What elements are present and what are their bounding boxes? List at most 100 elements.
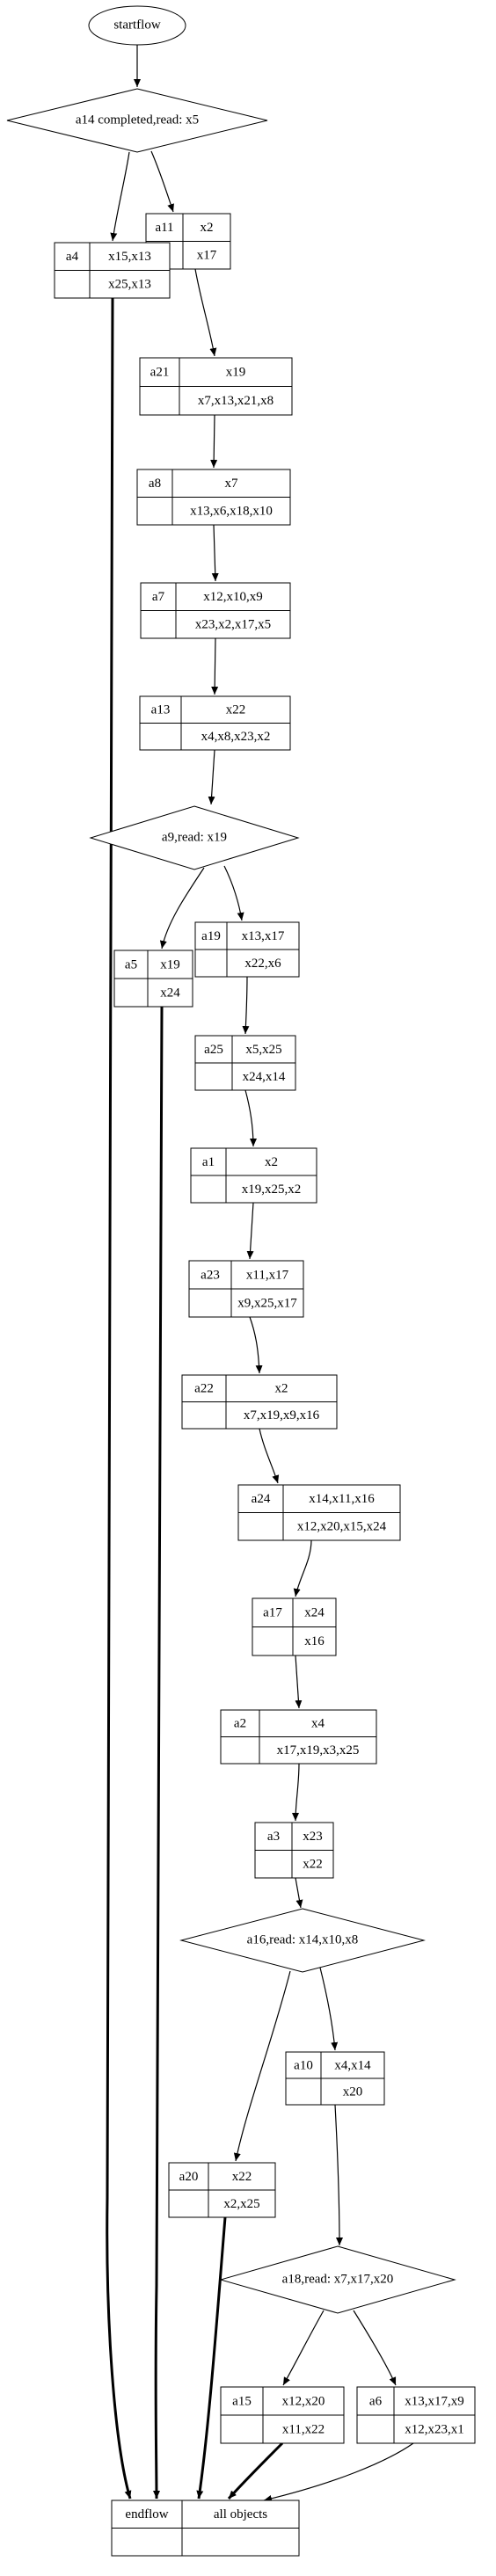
record-name: a17: [263, 1606, 282, 1620]
record-a22: a22 x2 x7,x19,x9,x16: [181, 1374, 338, 1430]
record-a17: a17 x24 x16: [252, 1597, 337, 1656]
record-a8: a8 x7 x13,x6,x18,x10: [136, 469, 291, 526]
edge-d-a16-to-a20: [233, 1970, 291, 2162]
edge-a4-to-endflow: [106, 297, 132, 2500]
decision-diamond: [219, 2245, 456, 2314]
edge-a11-to-a21: [194, 268, 217, 357]
record-name: a21: [150, 366, 170, 380]
edge-a15-to-endflow: [227, 2441, 284, 2500]
record-top-value: x5,x25: [245, 1043, 281, 1057]
record-bottom-value: x2,x25: [223, 2197, 259, 2211]
record-top-value: x11,x17: [246, 1268, 289, 1282]
record-name: a25: [204, 1043, 223, 1057]
record-name: a6: [369, 2394, 383, 2408]
edge-a8-to-a7: [211, 524, 219, 582]
record-bottom-value: x17,x19,x3,x25: [277, 1743, 360, 1757]
record-top-value: x19: [160, 957, 180, 971]
record-a10: a10 x4,x14 x20: [285, 2051, 385, 2106]
edge-d-a9-to-a19: [223, 865, 244, 921]
edge-a13-to-d-a9: [208, 749, 215, 805]
record-name: a8: [149, 477, 161, 491]
record-name: a2: [234, 1717, 246, 1731]
edge-a3-to-d-a16: [295, 1877, 303, 1909]
edge-a19-to-a25: [242, 976, 250, 1035]
edge-d-a16-to-a10: [319, 1967, 339, 2051]
record-a25: a25 x5,x25 x24,x14: [194, 1035, 296, 1091]
record-top-value: x24: [304, 1606, 325, 1620]
record-name: a4: [66, 250, 79, 264]
record-name: a22: [194, 1382, 214, 1396]
record-top-value: x2: [265, 1155, 278, 1169]
record-bottom-value: x13,x6,x18,x10: [190, 505, 273, 519]
decision-label: a9,read: x19: [162, 830, 227, 844]
record-bottom-value: x12,x23,x1: [405, 2422, 464, 2436]
record-top-value: x2: [201, 221, 214, 235]
decision-a9: a9,read: x19: [89, 805, 300, 870]
record-a6: a6 x13,x17,x9 x12,x23,x1: [356, 2386, 476, 2444]
decision-a16: a16,read: x14,x10,x8: [179, 1908, 426, 1973]
record-name: a19: [201, 929, 221, 943]
record-bottom-value: x4,x8,x23,x2: [201, 730, 271, 744]
edge-d-a18-to-a6: [353, 2310, 397, 2386]
record-top-value: x13,x17,x9: [405, 2394, 464, 2408]
edge-a6-to-endflow: [263, 2442, 414, 2502]
record-bottom-value: x23,x2,x17,x5: [195, 618, 271, 632]
record-bottom-value: x16: [304, 1634, 325, 1648]
record-name: a24: [252, 1492, 271, 1506]
record-bottom-value: x7,x13,x21,x8: [198, 394, 274, 408]
record-a19: a19 x13,x17 x22,x6: [194, 921, 300, 978]
record-top-value: x2: [275, 1382, 288, 1396]
record-name: a15: [232, 2394, 252, 2408]
record-bottom-value: x22: [303, 1858, 323, 1872]
decision-a14: a14 completed,read: x5: [6, 88, 268, 153]
edge-d-a14-to-a11: [150, 150, 174, 213]
nodes: startflow a14 completed,read: x5 a9,read: …: [6, 5, 476, 2557]
record-top-value: x7: [225, 477, 239, 491]
record-top-value: x22: [232, 2170, 252, 2184]
record-name: a10: [294, 2058, 313, 2072]
record-top-value: x22: [226, 703, 246, 717]
edge-a17-to-a2: [295, 1655, 303, 1709]
decision-label: a14 completed,read: x5: [76, 113, 199, 127]
start-label: startflow: [113, 18, 160, 32]
record-bottom-value: x22,x6: [244, 957, 281, 971]
edge-a1-to-a23: [246, 1202, 254, 1260]
record-top-value: x15,x13: [108, 250, 151, 264]
record-a13: a13 x22 x4,x8,x23,x2: [139, 695, 291, 751]
record-top-value: x12,x10,x9: [203, 590, 263, 604]
decision-diamond: [89, 805, 300, 870]
edge-d-a14-to-a4: [110, 151, 130, 242]
record-bottom-value: x20: [343, 2085, 363, 2099]
record-name: a5: [125, 957, 137, 971]
record-bottom-value: x7,x19,x9,x16: [244, 1408, 320, 1423]
record-bottom-value: x17: [197, 249, 217, 263]
decision-label: a16,read: x14,x10,x8: [247, 1932, 359, 1947]
record-top-value: x12,x20: [282, 2394, 325, 2408]
record-name: a11: [155, 221, 173, 235]
edge-a25-to-a1: [244, 1089, 257, 1147]
record-top-value: x4,x14: [334, 2058, 371, 2072]
record-name: endflow: [125, 2507, 168, 2521]
record-name: a20: [179, 2170, 199, 2184]
record-bottom-value: x12,x20,x15,x24: [297, 1520, 387, 1534]
edge-d-a9-to-a5: [159, 867, 205, 950]
record-top-value: x19: [226, 366, 246, 380]
record-name: a3: [267, 1830, 280, 1844]
edges: [106, 45, 414, 2502]
record-top-value: x23: [303, 1830, 323, 1844]
edge-a2-to-a3: [292, 1763, 300, 1822]
record-bottom-value: x9,x25,x17: [237, 1296, 297, 1310]
record-top-value: x13,x17: [242, 929, 285, 943]
record-name: a13: [151, 703, 171, 717]
record-bottom-value: x24,x14: [243, 1070, 286, 1084]
